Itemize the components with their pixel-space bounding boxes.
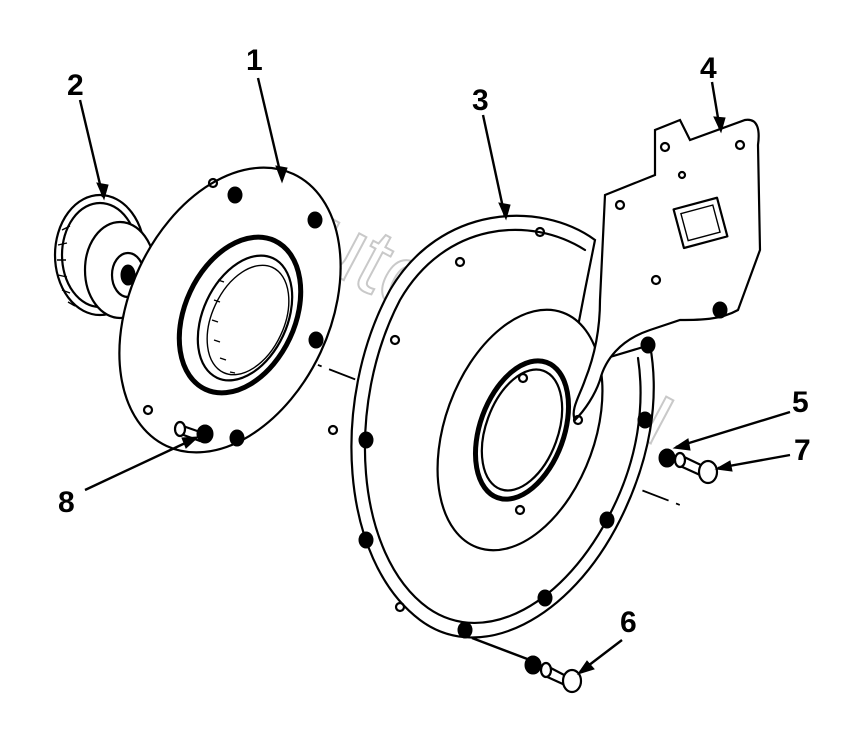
part-3-cover (327, 214, 656, 639)
part-8-bolt (173, 420, 214, 444)
callout-4: 4 (700, 52, 717, 85)
callout-3: 3 (472, 84, 489, 117)
part-6-bolt (471, 636, 583, 694)
callout-6: 6 (620, 606, 637, 639)
callout-1: 1 (246, 44, 263, 77)
part-1-flange (118, 166, 342, 454)
part-4-plate (572, 118, 762, 426)
part-7-bolt (673, 451, 719, 485)
part-5-washer (658, 448, 676, 468)
callout-8: 8 (58, 486, 75, 519)
leader-lines (78, 77, 791, 675)
callout-7: 7 (794, 434, 811, 467)
callout-2: 2 (67, 69, 84, 102)
callout-5: 5 (792, 386, 809, 419)
